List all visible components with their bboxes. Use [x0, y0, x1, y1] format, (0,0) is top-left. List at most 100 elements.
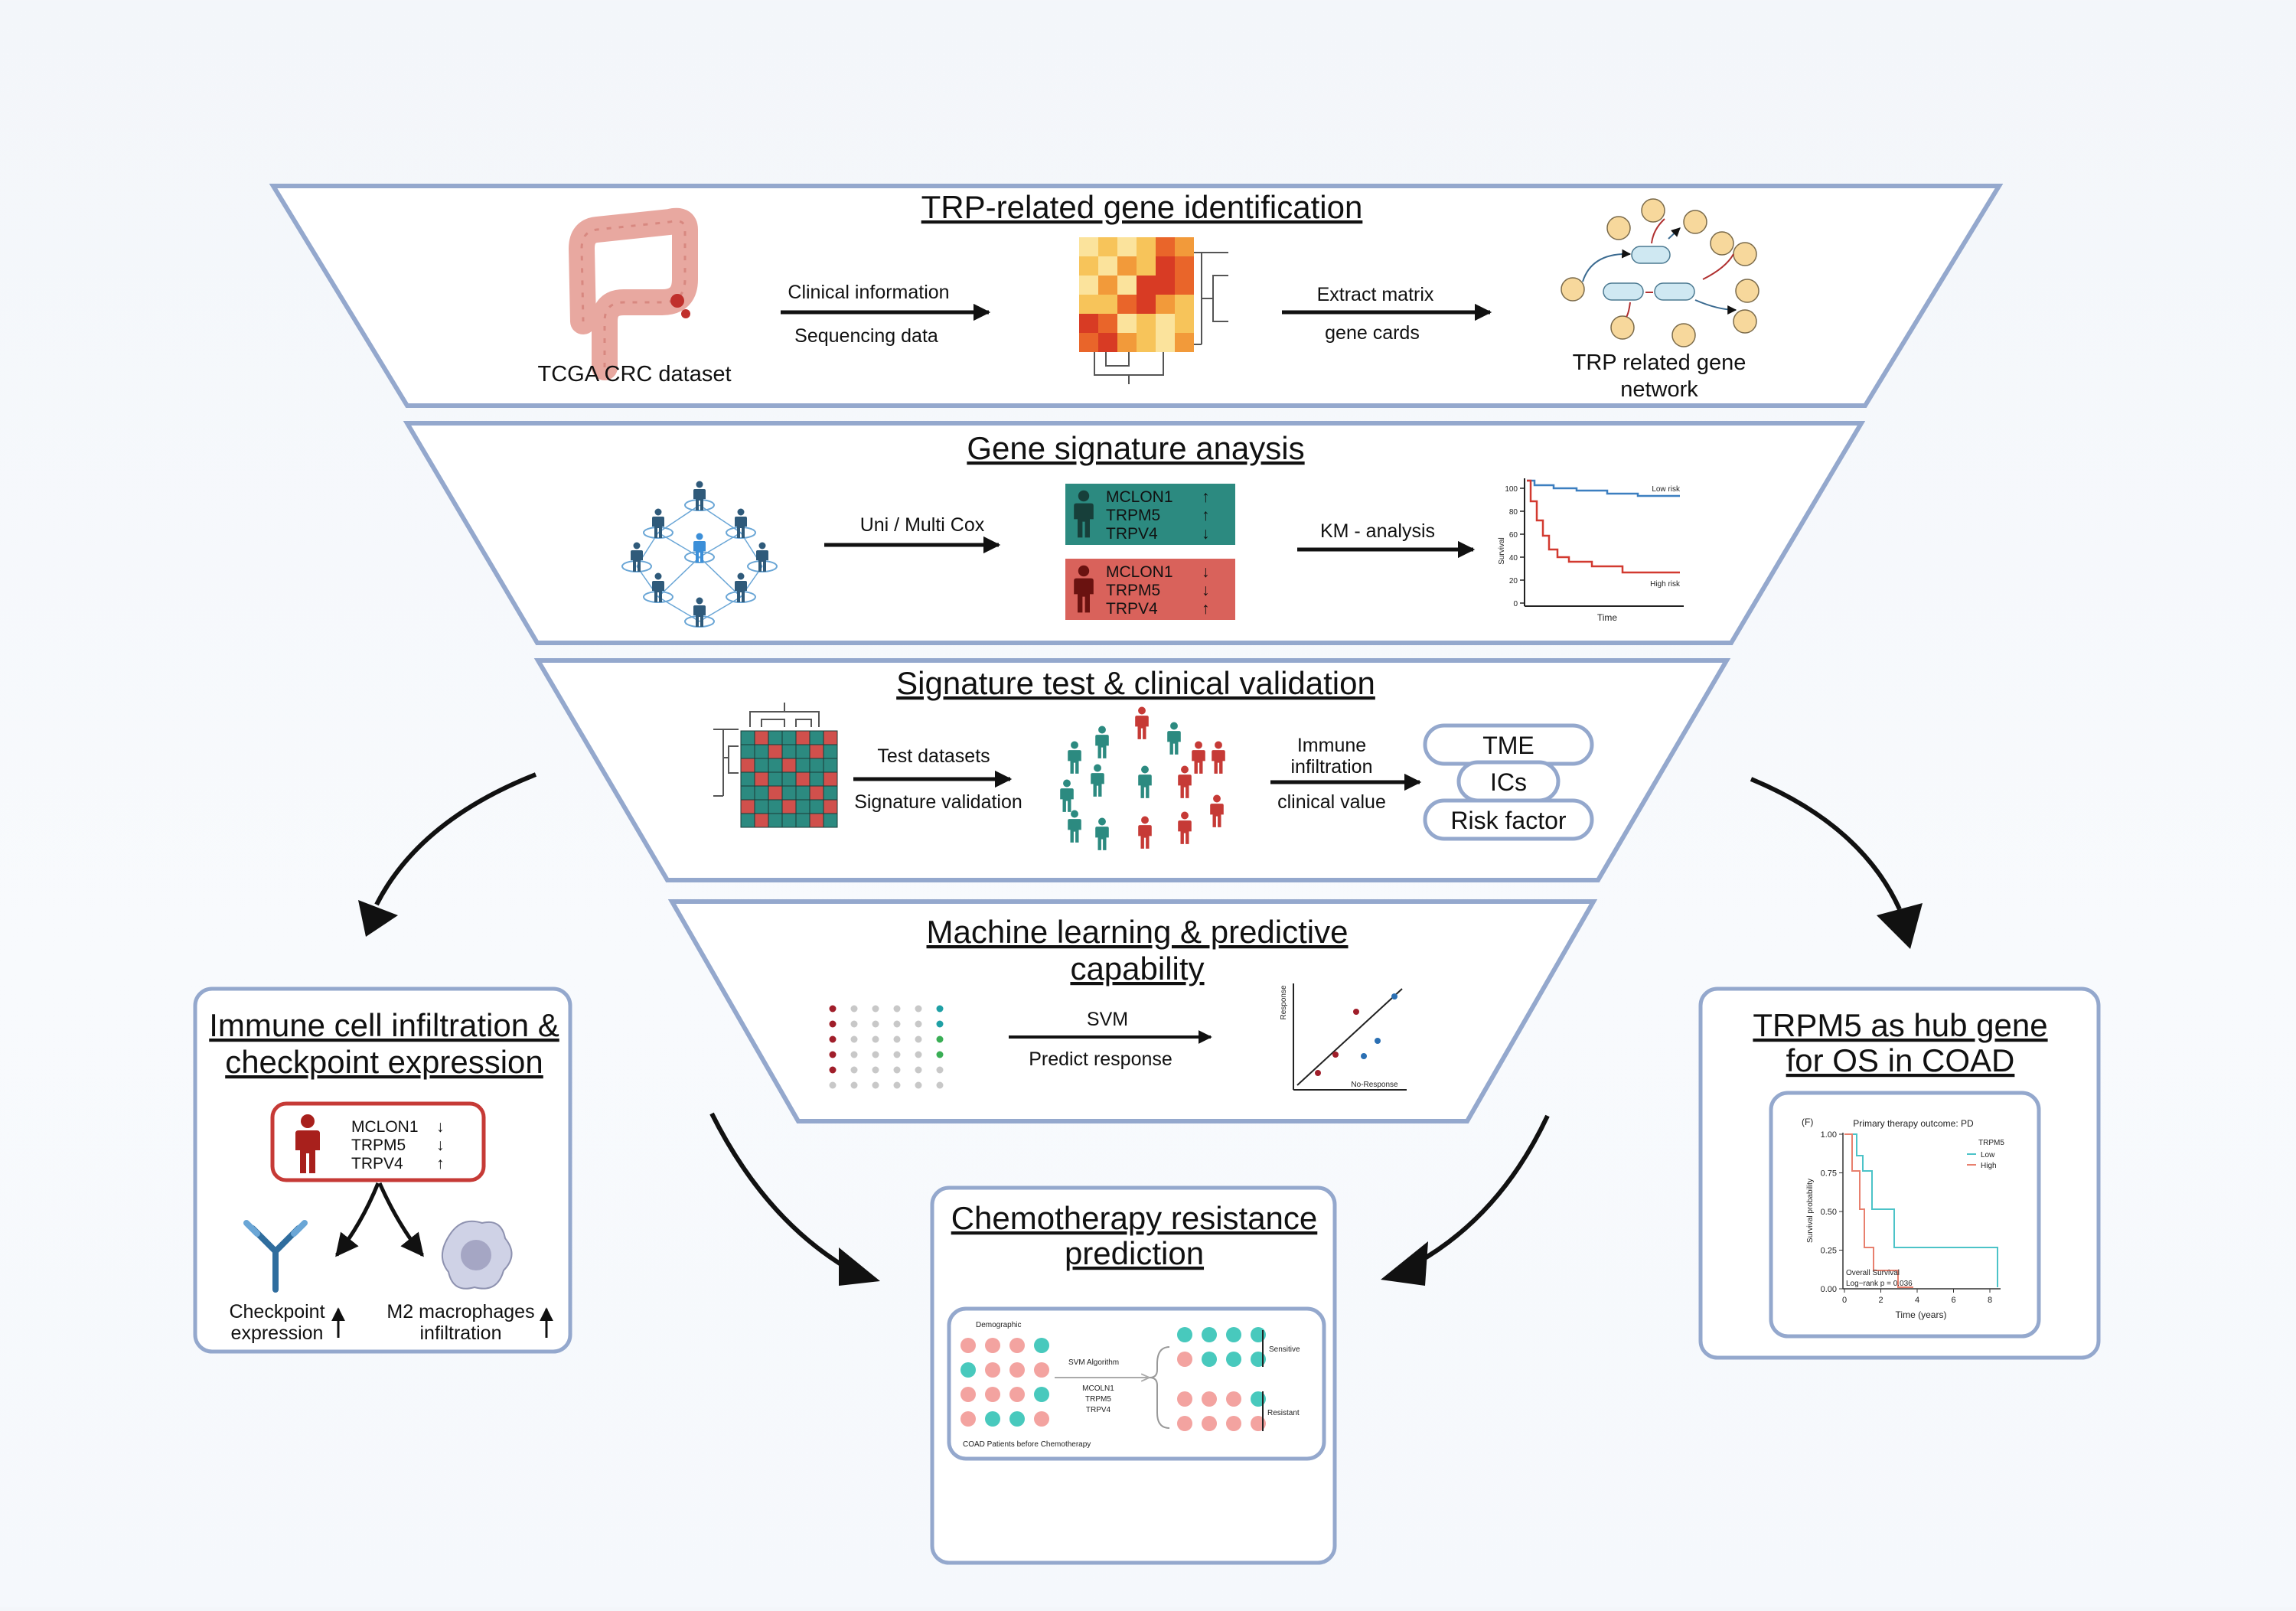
network-label-line2: network — [1620, 377, 1698, 402]
km-ytick: 80 — [1509, 508, 1518, 517]
legend-high: High — [1981, 1162, 1997, 1170]
stage-4-frame — [667, 899, 1598, 1123]
stage-3-signature-test: Signature test & clinical validation Tes… — [533, 658, 1731, 882]
low-expression-curve — [1844, 1133, 1998, 1287]
left-panel-title-line1: Immune cell infiltration & — [209, 1007, 559, 1043]
stage-3-title: Signature test & clinical validation — [896, 665, 1375, 701]
plot-xtick: 0 — [1842, 1296, 1847, 1305]
arrow-to-chemo-right — [1413, 1114, 1550, 1267]
km-low-label: Low risk — [1652, 485, 1681, 494]
hub-gene-panel: TRPM5 as hub gene for OS in COAD (F) Pri… — [1698, 986, 2101, 1360]
high-gene-3: TRPV4 — [1106, 600, 1158, 618]
stage-1-trp-gene-identification: TRP-related gene identification TCGA CRC… — [269, 184, 2004, 408]
low-gene-1: MCLON1 — [1106, 488, 1173, 506]
validation-heatmap-icon — [713, 703, 838, 828]
plot-ylabel: Survival probability — [1806, 1179, 1815, 1243]
scatter-xlabel: No-Response — [1351, 1081, 1398, 1089]
km-ytick: 100 — [1505, 485, 1518, 494]
predicted-dot-groups — [1177, 1327, 1266, 1431]
arrow-km-label: KM - analysis — [1320, 520, 1435, 542]
gene-signature-box — [270, 1101, 486, 1182]
sensitive-label: Sensitive — [1269, 1345, 1300, 1354]
stage-4-title-line1: Machine learning & predictive — [927, 914, 1349, 950]
km-ytick: 0 — [1513, 600, 1518, 608]
arrow-sequencing-label: Sequencing data — [794, 325, 938, 347]
arrow-clinical-value-label: clinical value — [1277, 791, 1386, 813]
survival-plot: (F) Primary therapy outcome: PD 1.000.75… — [1802, 1117, 2004, 1320]
arrow-immune-label-2: infiltration — [1291, 756, 1373, 778]
ics-label: ICs — [1490, 768, 1527, 796]
stat-overall-survival: Overall Survival — [1846, 1269, 1900, 1277]
arrow-to-hub-panel — [1750, 777, 1902, 911]
svm-algorithm-label: SVM Algorithm — [1068, 1358, 1119, 1367]
scatter-ylabel: Response — [1280, 985, 1288, 1019]
arrow-clinical-label: Clinical information — [788, 282, 949, 303]
left-panel-title-line2: checkpoint expression — [225, 1044, 543, 1080]
bottom-panel-title-line1: Chemotherapy resistance — [951, 1200, 1318, 1236]
up-arrow-icon: ↑ — [1202, 488, 1210, 506]
correlation-heatmap — [1079, 237, 1228, 384]
immune-infiltration-panel: Immune cell infiltration & checkpoint ex… — [193, 986, 572, 1354]
left-gene-3: TRPV4 — [351, 1155, 403, 1172]
plot-xtick: 6 — [1951, 1296, 1955, 1305]
colon-icon — [569, 207, 698, 380]
km-ytick: 60 — [1509, 531, 1518, 540]
plot-xtick: 8 — [1988, 1296, 1992, 1305]
down-arrow-icon: ↓ — [436, 1118, 445, 1136]
chemo-gene-3: TRPV4 — [1086, 1406, 1111, 1414]
chemo-gene-1: MCOLN1 — [1082, 1384, 1114, 1393]
km-low-risk-curve — [1527, 479, 1680, 497]
plot-xtick: 2 — [1878, 1296, 1883, 1305]
plot-ytick: 0.75 — [1821, 1169, 1837, 1179]
m2-label-1: M2 macrophages — [386, 1301, 534, 1322]
stage-2-title: Gene signature anaysis — [967, 430, 1304, 466]
tcga-dataset-label: TCGA CRC dataset — [537, 362, 731, 386]
arrow-extract-label: Extract matrix — [1317, 284, 1434, 305]
stage-2-gene-signature: Gene signature anaysis Uni / Multi Cox M… — [403, 421, 1866, 645]
stage-1-title: TRP-related gene identification — [921, 189, 1363, 225]
up-arrow-icon: ↑ — [436, 1155, 445, 1172]
low-gene-3: TRPV4 — [1106, 525, 1158, 543]
legend-title: TRPM5 — [1978, 1139, 2004, 1147]
plot-ytick: 0.00 — [1821, 1285, 1837, 1294]
antibody-icon — [243, 1220, 308, 1293]
response-scatter-plot: Response No-Response — [1280, 983, 1407, 1091]
demographic-label: Demographic — [976, 1321, 1021, 1329]
arrow-genecards-label: gene cards — [1325, 322, 1420, 344]
right-panel-title-line1: TRPM5 as hub gene — [1753, 1007, 2047, 1043]
plot-xlabel: Time (years) — [1896, 1309, 1947, 1320]
high-gene-1: MCLON1 — [1106, 563, 1173, 581]
flow-arrows — [358, 772, 1923, 1286]
arrow-svm-label: SVM — [1087, 1009, 1128, 1030]
arrow-immune-label-1: Immune — [1297, 735, 1366, 756]
arrow-predict-label: Predict response — [1029, 1048, 1172, 1070]
plot-title: Primary therapy outcome: PD — [1853, 1118, 1974, 1129]
stage-4-machine-learning: Machine learning & predictive capability… — [667, 899, 1598, 1123]
prediction-frame — [947, 1306, 1326, 1461]
km-xlabel: Time — [1597, 612, 1618, 623]
left-gene-2: TRPM5 — [351, 1137, 406, 1154]
km-high-risk-curve — [1527, 479, 1680, 574]
arrow-test-label: Test datasets — [877, 745, 990, 767]
plot-tag: (F) — [1802, 1117, 1813, 1127]
stat-logrank: Log−rank p = 0.036 — [1846, 1280, 1913, 1288]
high-gene-2: TRPM5 — [1106, 582, 1160, 599]
legend-low: Low — [1981, 1151, 1995, 1159]
risk-factor-pill — [1423, 798, 1594, 841]
patient-dot-grid — [960, 1338, 1049, 1427]
low-gene-2: TRPM5 — [1106, 507, 1160, 524]
checkpoint-label-2: expression — [231, 1322, 324, 1344]
feature-dot-grid — [829, 1005, 944, 1089]
stage-4-title-line2: capability — [1070, 951, 1204, 986]
patients-label: COAD Patients before Chemotherapy — [963, 1440, 1091, 1449]
outcome-pills: TME ICs Risk factor — [1423, 723, 1594, 841]
right-panel-title-line2: for OS in COAD — [1786, 1042, 2015, 1078]
arrow-validation-label: Signature validation — [854, 791, 1022, 813]
high-expression-curve — [1844, 1133, 1913, 1288]
network-label-line1: TRP related gene — [1573, 351, 1746, 375]
resistant-label: Resistant — [1267, 1409, 1300, 1417]
plot-ytick: 0.50 — [1821, 1208, 1837, 1217]
